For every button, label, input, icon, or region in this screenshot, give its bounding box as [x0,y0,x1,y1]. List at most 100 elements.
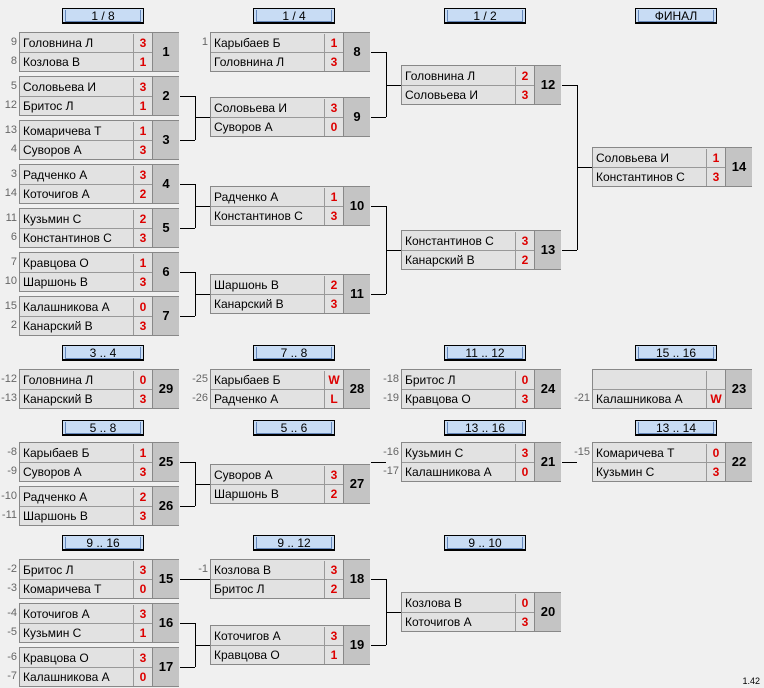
player-name: Бритос Л [23,563,74,577]
match-number: 16 [152,604,179,642]
round-title-15: 9 .. 10 [444,535,526,551]
player-score: 2 [324,580,343,598]
match-number: 20 [534,593,561,631]
player-score: 2 [133,488,152,506]
player-name: Калашникова А [405,465,492,479]
bracket-connector [180,462,195,463]
player-name: Соловьева И [596,151,670,165]
player-name: Бритос Л [214,582,265,596]
seed-label: -13 [1,392,17,404]
player-name: Коточигов А [405,615,472,629]
player-score: 3 [133,561,152,579]
player-score: 3 [133,390,152,408]
bracket-connector [371,52,386,53]
player-score: 3 [515,613,534,631]
player-score: 3 [515,390,534,408]
player-name: Кравцова О [214,648,280,662]
match-number: 27 [343,465,370,503]
bracket-connector [180,579,195,580]
player-score: 3 [133,34,152,52]
seed-label: 3 [10,168,17,180]
player-score: 3 [324,99,343,117]
bracket-connector [562,85,577,86]
player-score: 0 [133,580,152,598]
player-score: 3 [133,649,152,667]
player-row: Бритос Л 2 [211,580,343,598]
match-number: 22 [725,443,752,481]
match-number: 7 [152,297,179,335]
bracket-connector [386,52,387,117]
bracket-connector [371,206,386,207]
seed-label: -1 [198,563,208,575]
player-name: Калашникова А [23,300,110,314]
seed-label: -18 [383,373,399,385]
player-name: Кравцова О [23,256,89,270]
player-name: Суворов А [214,468,273,482]
match-number: 4 [152,165,179,203]
bracket-connector [562,462,577,463]
player-score: 2 [324,485,343,503]
player-score [706,371,725,389]
seed-label: -12 [1,373,17,385]
seed-label: -11 [1,509,17,521]
player-name: Карыбаев Б [23,446,90,460]
player-row: Калашникова А 0 [20,298,152,317]
bracket-connector [180,228,195,229]
player-score: 1 [324,188,343,206]
player-name: Коточигов А [23,607,90,621]
player-name: Канарский В [405,253,475,267]
seed-label: 6 [10,231,17,243]
bracket-connector [180,623,195,624]
match-number: 15 [152,560,179,598]
match-number: 9 [343,98,370,136]
player-score: 1 [133,97,152,115]
seed-label: 5 [10,80,17,92]
player-score: 0 [133,298,152,316]
player-name: Константинов С [23,231,112,245]
bracket-connector [180,96,195,97]
match-number: 10 [343,187,370,225]
